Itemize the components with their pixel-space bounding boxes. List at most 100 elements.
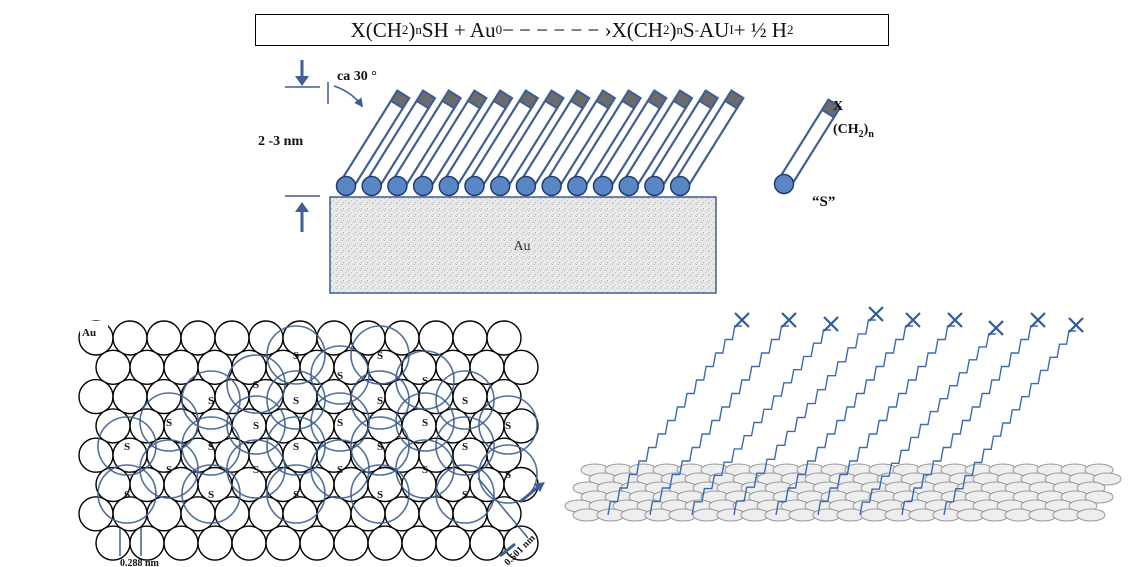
au-atom [282, 437, 318, 473]
molecule-head-group [820, 98, 842, 119]
thickness-label: 2 -3 nm [258, 134, 303, 149]
molecule-head-group [697, 89, 719, 110]
sulfur-label: S [505, 420, 511, 432]
sulfur-domain-circle [266, 416, 326, 476]
au-atom [333, 525, 369, 561]
tethered-molecule [387, 89, 463, 197]
au-atom [146, 320, 182, 356]
sulfur-label: S [337, 417, 343, 429]
alkyl-chain-zigzag [691, 329, 831, 516]
molecule-head-group [723, 89, 745, 110]
eq-sub: 2 [401, 22, 409, 37]
eq-text: X(CH [611, 17, 663, 42]
sulfur-label: S [208, 441, 214, 453]
sulfur-label: S [377, 350, 383, 362]
alkyl-chain-zigzag [733, 319, 876, 516]
au-atom [129, 349, 165, 385]
x-end-group-icon [1068, 317, 1084, 333]
sulfur-anchor [515, 175, 537, 197]
au-atom [503, 525, 539, 561]
sulfur-label: S [124, 441, 130, 453]
au-atom [452, 437, 488, 473]
au-spacing-label: 0.288 nm [120, 558, 160, 567]
au-atom [486, 320, 522, 356]
sulfur-label: S [462, 441, 468, 453]
au-atom [452, 496, 488, 532]
au-atom [265, 525, 301, 561]
au-atom [299, 525, 335, 561]
sulfur-label: S [377, 489, 383, 501]
alkyl-chain-zigzag [649, 325, 789, 516]
sulfur-domain-circle [97, 464, 157, 524]
tethered-molecule [618, 89, 694, 197]
molecule-head-group [389, 89, 411, 110]
tethered-molecule [335, 89, 411, 197]
au-atom [146, 437, 182, 473]
sulfur-label: S [293, 395, 299, 407]
eq-text: S [682, 17, 695, 42]
sulfur-domain-circle [350, 370, 410, 430]
au-atom [503, 408, 539, 444]
molecule-head-group [620, 89, 642, 110]
au-atom [112, 496, 148, 532]
au-label: Au [82, 327, 96, 339]
tethered-molecule [567, 89, 642, 197]
sulfur-label: S [253, 464, 259, 476]
sulfur-label: S [253, 420, 259, 432]
eq-sup: - [694, 22, 700, 37]
sulfur-domain-circle [181, 464, 241, 524]
au-atom [384, 320, 420, 356]
sulfur-domain-circle [350, 464, 410, 524]
au-atom [180, 320, 216, 356]
sulfur-label: S [422, 464, 428, 476]
au-atom [350, 496, 386, 532]
au-substrate [329, 196, 717, 294]
au-atom [316, 378, 352, 415]
tethered-molecule [592, 89, 668, 197]
sulfur-anchor [335, 175, 357, 197]
chain-body-label: (CH2)n [833, 122, 874, 140]
sulfur-anchor [438, 175, 460, 197]
eq-text: ) [669, 17, 677, 42]
eq-sub: 2 [662, 22, 670, 37]
au-atom [78, 378, 114, 415]
sulfur-domain-circle [435, 416, 495, 476]
sulfur-anchor [618, 175, 639, 197]
au-atom [486, 437, 522, 473]
angle-label: ca 30 ° [337, 69, 377, 84]
sulfur-label: S [124, 489, 130, 501]
sulfur-domain-circle [395, 350, 455, 410]
thickness-markers [285, 60, 364, 232]
x-end-group-icon [868, 306, 884, 322]
molecule-head-group [492, 89, 514, 110]
sulfur-domain-circle [226, 395, 286, 455]
au-atom [367, 525, 403, 561]
gold-surface-3d [564, 463, 1122, 522]
alkyl-chain-zigzag [901, 325, 1038, 516]
alkyl-chain-zigzag [943, 330, 1076, 516]
sulfur-anchor [361, 175, 382, 197]
sulfur-label: S [377, 395, 383, 407]
sulfur-label: S [505, 469, 511, 481]
sulfur-label: S [208, 489, 214, 501]
au-atom [112, 378, 148, 415]
x-end-group-icon [823, 316, 839, 332]
sulfur-label: S [422, 375, 428, 387]
molecule-head-group [672, 89, 694, 110]
alkyl-chain-zigzag [859, 333, 996, 516]
molecule-head-group [440, 89, 462, 110]
x-end-group-icon [988, 320, 1004, 336]
tethered-molecule [644, 89, 720, 197]
tethered-molecule [438, 89, 514, 197]
au-atom [503, 349, 539, 385]
alkyl-chain-zigzag [607, 325, 742, 516]
surface-atom [1092, 472, 1122, 486]
au-lattice: Au [78, 320, 539, 561]
au-atom [112, 320, 148, 356]
sulfur-anchor [464, 175, 485, 197]
tethered-molecule [669, 89, 745, 197]
molecule-array [335, 89, 745, 197]
sulfur-domain-circle [350, 416, 410, 476]
